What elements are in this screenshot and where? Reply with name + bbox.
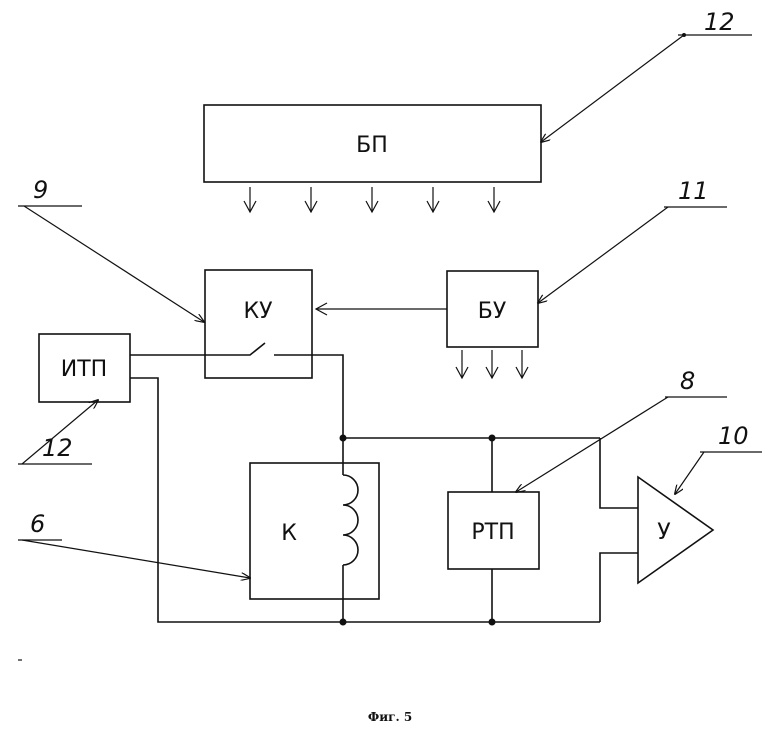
current-source-label: ИТП — [61, 357, 107, 382]
bu-arrow-3 — [516, 350, 528, 378]
control-block-output-arrows — [456, 350, 528, 378]
bu-arrow-2 — [486, 350, 498, 378]
junction-dot — [489, 619, 496, 626]
control-block: БУ — [447, 271, 538, 347]
junction-dot — [489, 435, 496, 442]
switching-device-label: КУ — [243, 299, 273, 324]
junction-dot — [340, 435, 347, 442]
ref-10: 10 — [675, 422, 762, 494]
ref-6: 6 — [18, 510, 250, 578]
ref-8-text: 8 — [680, 367, 695, 395]
current-source-block: ИТП — [39, 334, 130, 402]
amplifier-label: У — [657, 520, 671, 545]
power-supply-label: БП — [356, 133, 388, 158]
ref-10-text: 10 — [718, 422, 749, 450]
ref-12-top: 12 — [541, 8, 752, 142]
power-supply-output-arrows — [244, 187, 500, 212]
bu-arrow-1 — [456, 350, 468, 378]
bp-arrow-5 — [488, 187, 500, 212]
coil-block-label: К — [281, 521, 297, 546]
ref-12-left: 12 — [18, 400, 98, 464]
ref-12-top-text: 12 — [704, 8, 735, 36]
control-to-switch-arrow — [316, 303, 447, 315]
coil-block: К — [250, 463, 379, 599]
wiring — [130, 343, 638, 622]
bp-arrow-3 — [366, 187, 378, 212]
current-regulator-block: РТП — [448, 492, 539, 569]
ref-9-text: 9 — [33, 176, 48, 204]
bp-arrow-4 — [427, 187, 439, 212]
switching-device-block: КУ — [205, 270, 312, 378]
power-supply-block: БП — [204, 105, 541, 182]
figure-caption: Фиг. 5 — [368, 710, 412, 724]
ref-6-text: 6 — [30, 510, 45, 538]
control-block-label: БУ — [478, 299, 507, 324]
ref-9: 9 — [18, 176, 204, 322]
ref-8: 8 — [516, 367, 727, 492]
bp-arrow-2 — [305, 187, 317, 212]
junction-dot — [340, 619, 347, 626]
current-regulator-label: РТП — [471, 520, 514, 545]
bp-arrow-1 — [244, 187, 256, 212]
ref-12-left-text: 12 — [42, 434, 73, 462]
ref-11: 11 — [538, 177, 727, 303]
ref-11-text: 11 — [678, 177, 709, 205]
